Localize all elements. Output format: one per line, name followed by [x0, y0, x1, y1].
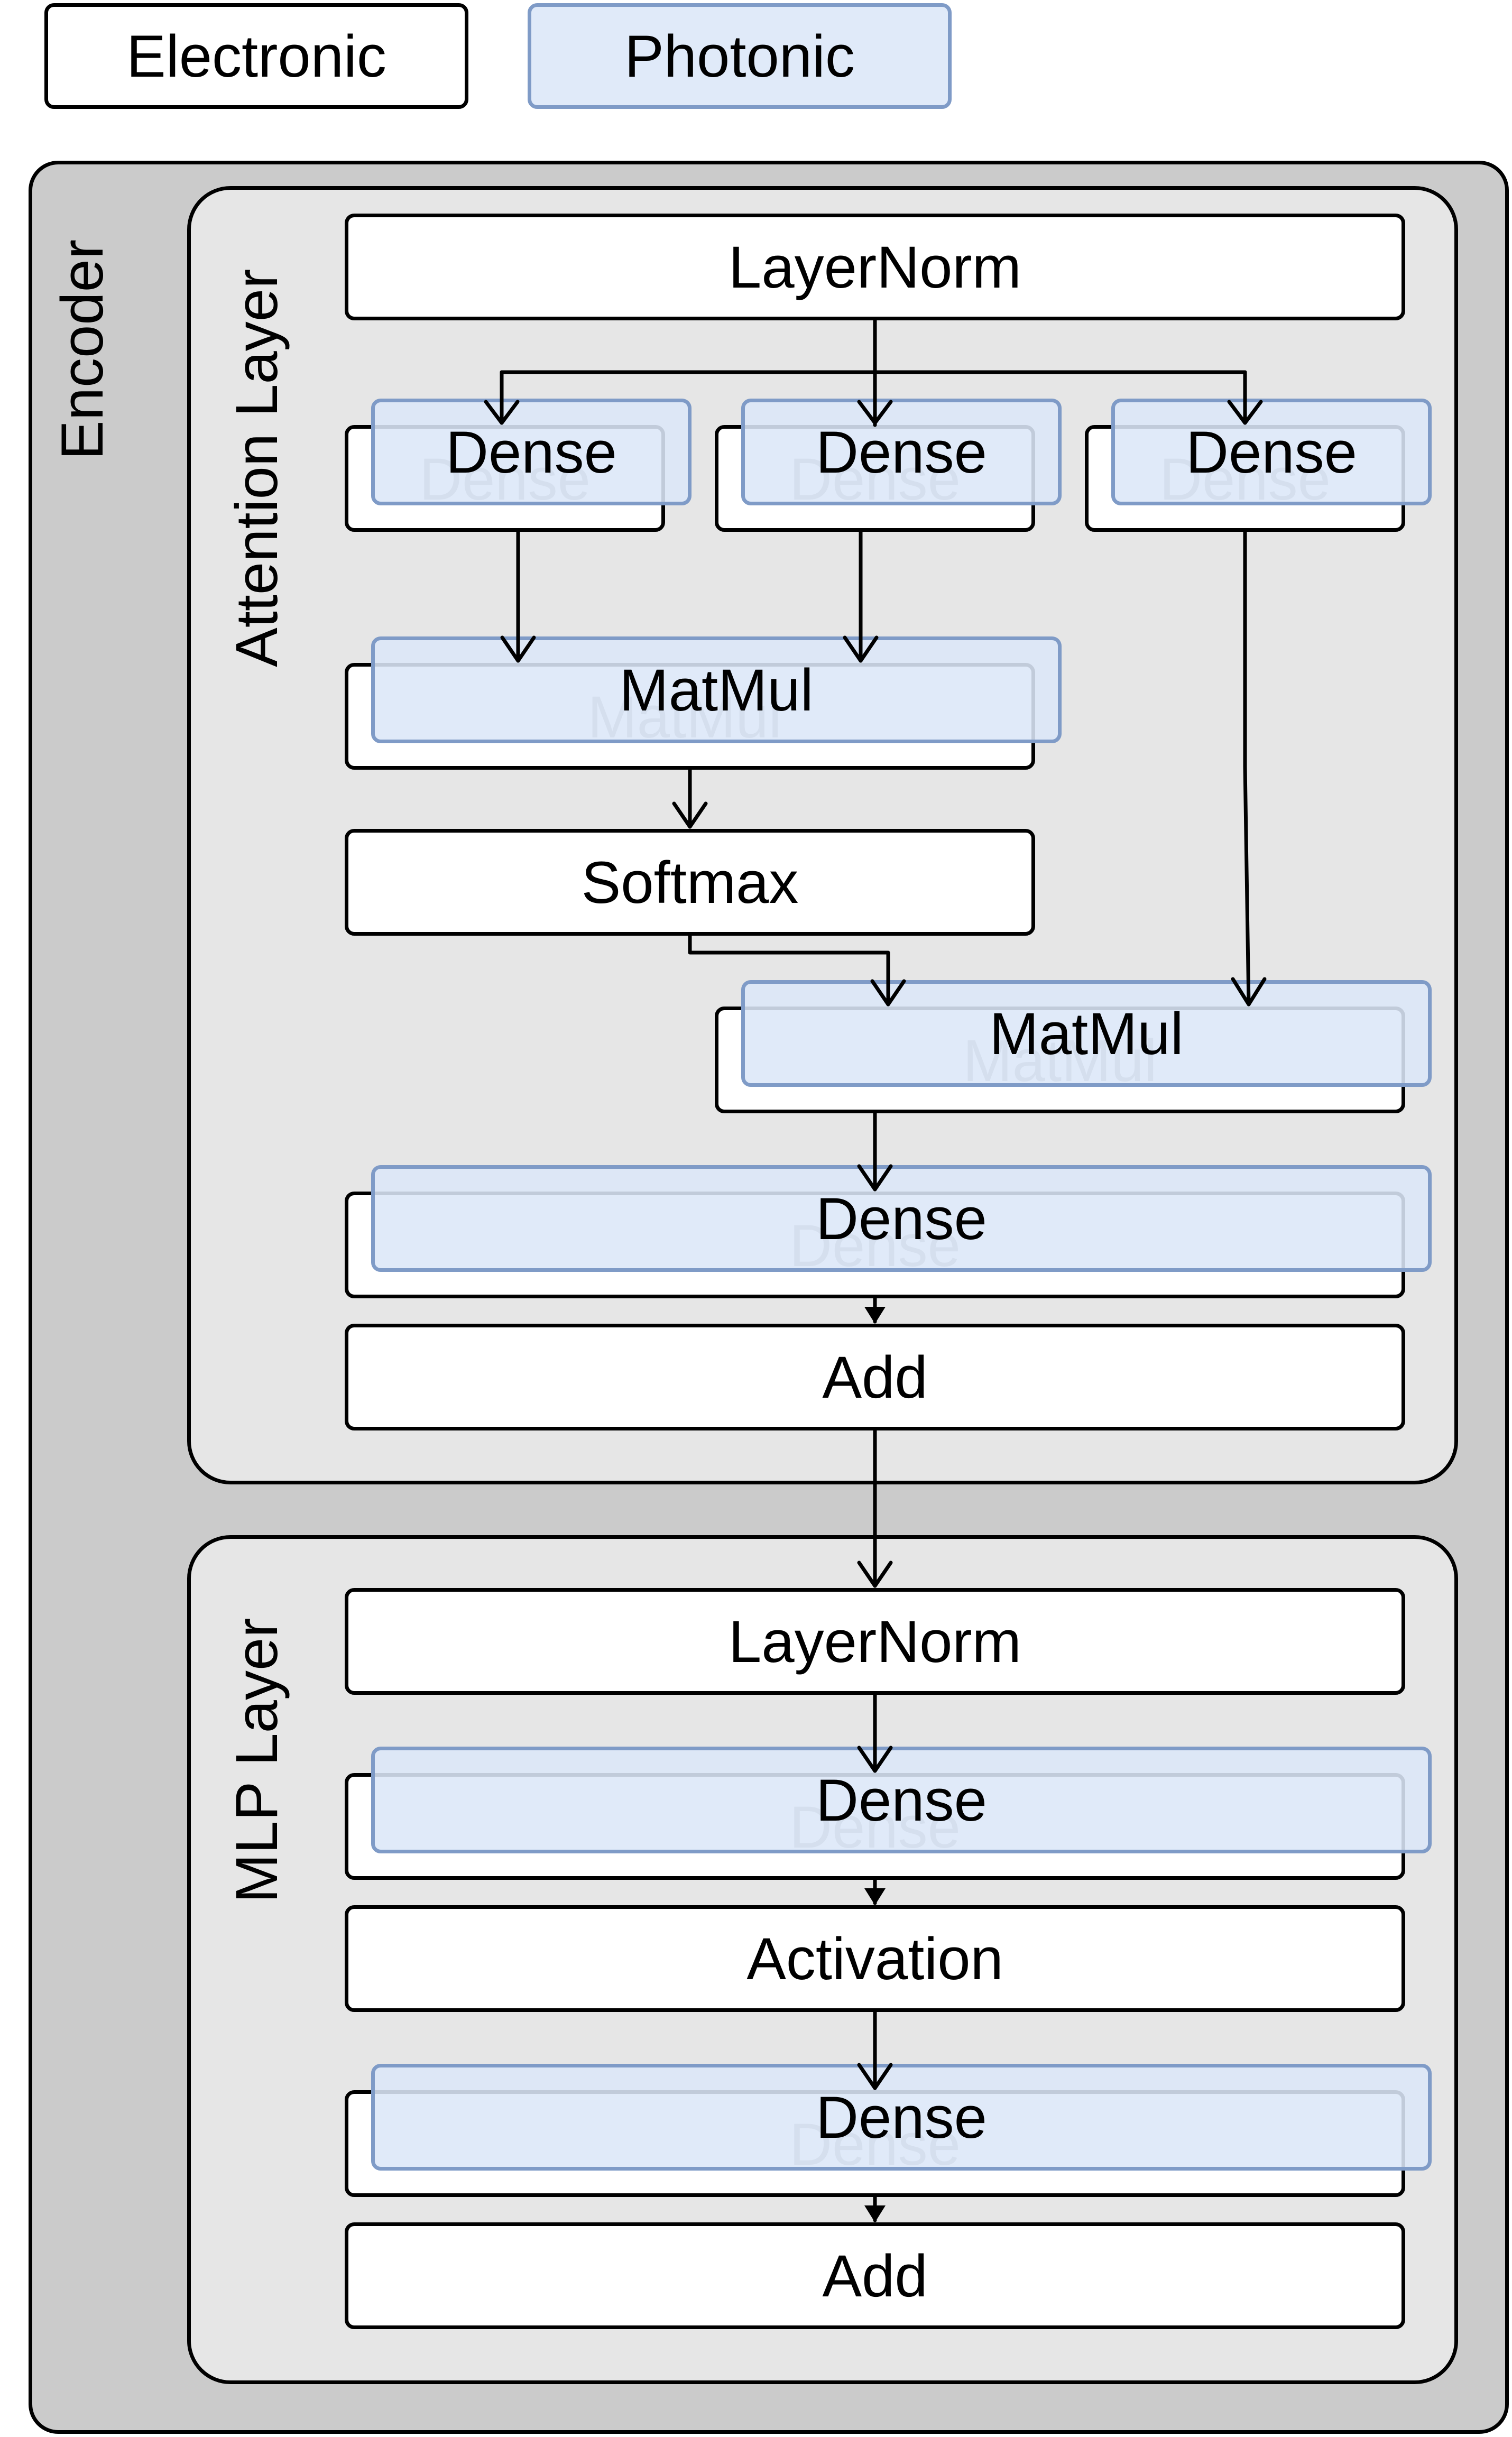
softmax-block: Softmax	[345, 829, 1035, 936]
encoder-label: Encoder	[49, 239, 115, 460]
legend-photonic: Photonic	[528, 3, 952, 109]
mlp-layernorm-label: LayerNorm	[729, 1608, 1021, 1675]
mlp-add-label: Add	[822, 2242, 928, 2309]
mlp-layernorm-block: LayerNorm	[345, 1588, 1405, 1695]
attention-add-block: Add	[345, 1324, 1405, 1430]
legend-electronic: Electronic	[44, 3, 468, 109]
mlp-dense-1-label: Dense	[816, 1767, 987, 1833]
mlp-dense-1-photonic: Dense	[371, 1747, 1432, 1853]
dense-k-photonic: Dense	[741, 399, 1062, 505]
legend-photonic-label: Photonic	[624, 23, 855, 89]
legend-electronic-label: Electronic	[126, 23, 386, 89]
mlp-layer-label: MLP Layer	[224, 1618, 290, 1903]
activation-label: Activation	[746, 1925, 1003, 1992]
dense-v-label: Dense	[1186, 419, 1357, 485]
dense-out-label: Dense	[816, 1185, 987, 1252]
dense-q-label: Dense	[446, 419, 617, 485]
matmul-2-label: MatMul	[989, 1000, 1184, 1067]
attention-layer-label: Attention Layer	[224, 269, 290, 667]
attention-add-label: Add	[822, 1344, 928, 1410]
mlp-dense-2-photonic: Dense	[371, 2064, 1432, 2171]
matmul-1-photonic: MatMul	[371, 636, 1062, 743]
dense-v-photonic: Dense	[1111, 399, 1432, 505]
dense-k-label: Dense	[816, 419, 987, 485]
matmul-1-label: MatMul	[619, 657, 814, 723]
activation-block: Activation	[345, 1905, 1405, 2012]
dense-q-photonic: Dense	[371, 399, 692, 505]
matmul-2-photonic: MatMul	[741, 980, 1432, 1087]
attention-layernorm-block: LayerNorm	[345, 214, 1405, 320]
attention-layernorm-label: LayerNorm	[729, 234, 1021, 300]
dense-out-photonic: Dense	[371, 1165, 1432, 1272]
mlp-add-block: Add	[345, 2222, 1405, 2329]
softmax-label: Softmax	[581, 849, 799, 916]
mlp-dense-2-label: Dense	[816, 2084, 987, 2150]
